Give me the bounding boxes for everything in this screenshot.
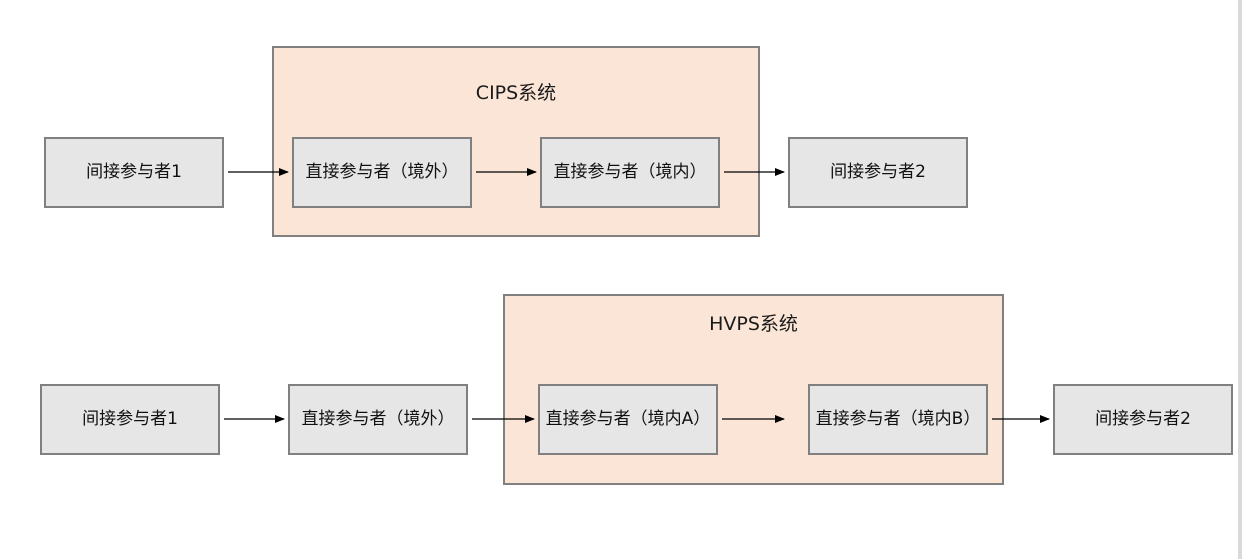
cips-direct-participant-domestic[interactable]: 直接参与者（境内）: [540, 137, 720, 208]
cips-indirect-participant-2[interactable]: 间接参与者2: [788, 137, 968, 208]
hvps-indirect-participant-1-label: 间接参与者1: [82, 409, 178, 429]
cips-indirect-participant-1[interactable]: 间接参与者1: [44, 137, 224, 208]
cips-system-title: CIPS系统: [475, 82, 557, 104]
hvps-direct-participant-overseas-label: 直接参与者（境外）: [301, 409, 455, 429]
cips-direct-participant-overseas-label: 直接参与者（境外）: [305, 162, 459, 182]
cips-indirect-participant-2-label: 间接参与者2: [830, 162, 926, 182]
hvps-direct-participant-overseas[interactable]: 直接参与者（境外）: [288, 384, 468, 455]
hvps-direct-participant-domestic-b[interactable]: 直接参与者（境内B）: [808, 384, 988, 455]
cips-direct-participant-overseas[interactable]: 直接参与者（境外）: [292, 137, 472, 208]
cips-direct-participant-domestic-label: 直接参与者（境内）: [553, 162, 707, 182]
hvps-direct-participant-domestic-a-label: 直接参与者（境内A）: [545, 409, 711, 429]
hvps-indirect-participant-1[interactable]: 间接参与者1: [40, 384, 220, 455]
hvps-indirect-participant-2-label: 间接参与者2: [1095, 409, 1191, 429]
hvps-direct-participant-domestic-b-label: 直接参与者（境内B）: [815, 409, 981, 429]
page-right-edge: [1238, 0, 1242, 559]
hvps-direct-participant-domestic-a[interactable]: 直接参与者（境内A）: [538, 384, 718, 455]
cips-indirect-participant-1-label: 间接参与者1: [86, 162, 182, 182]
hvps-indirect-participant-2[interactable]: 间接参与者2: [1053, 384, 1233, 455]
hvps-system-title: HVPS系统: [709, 313, 798, 335]
